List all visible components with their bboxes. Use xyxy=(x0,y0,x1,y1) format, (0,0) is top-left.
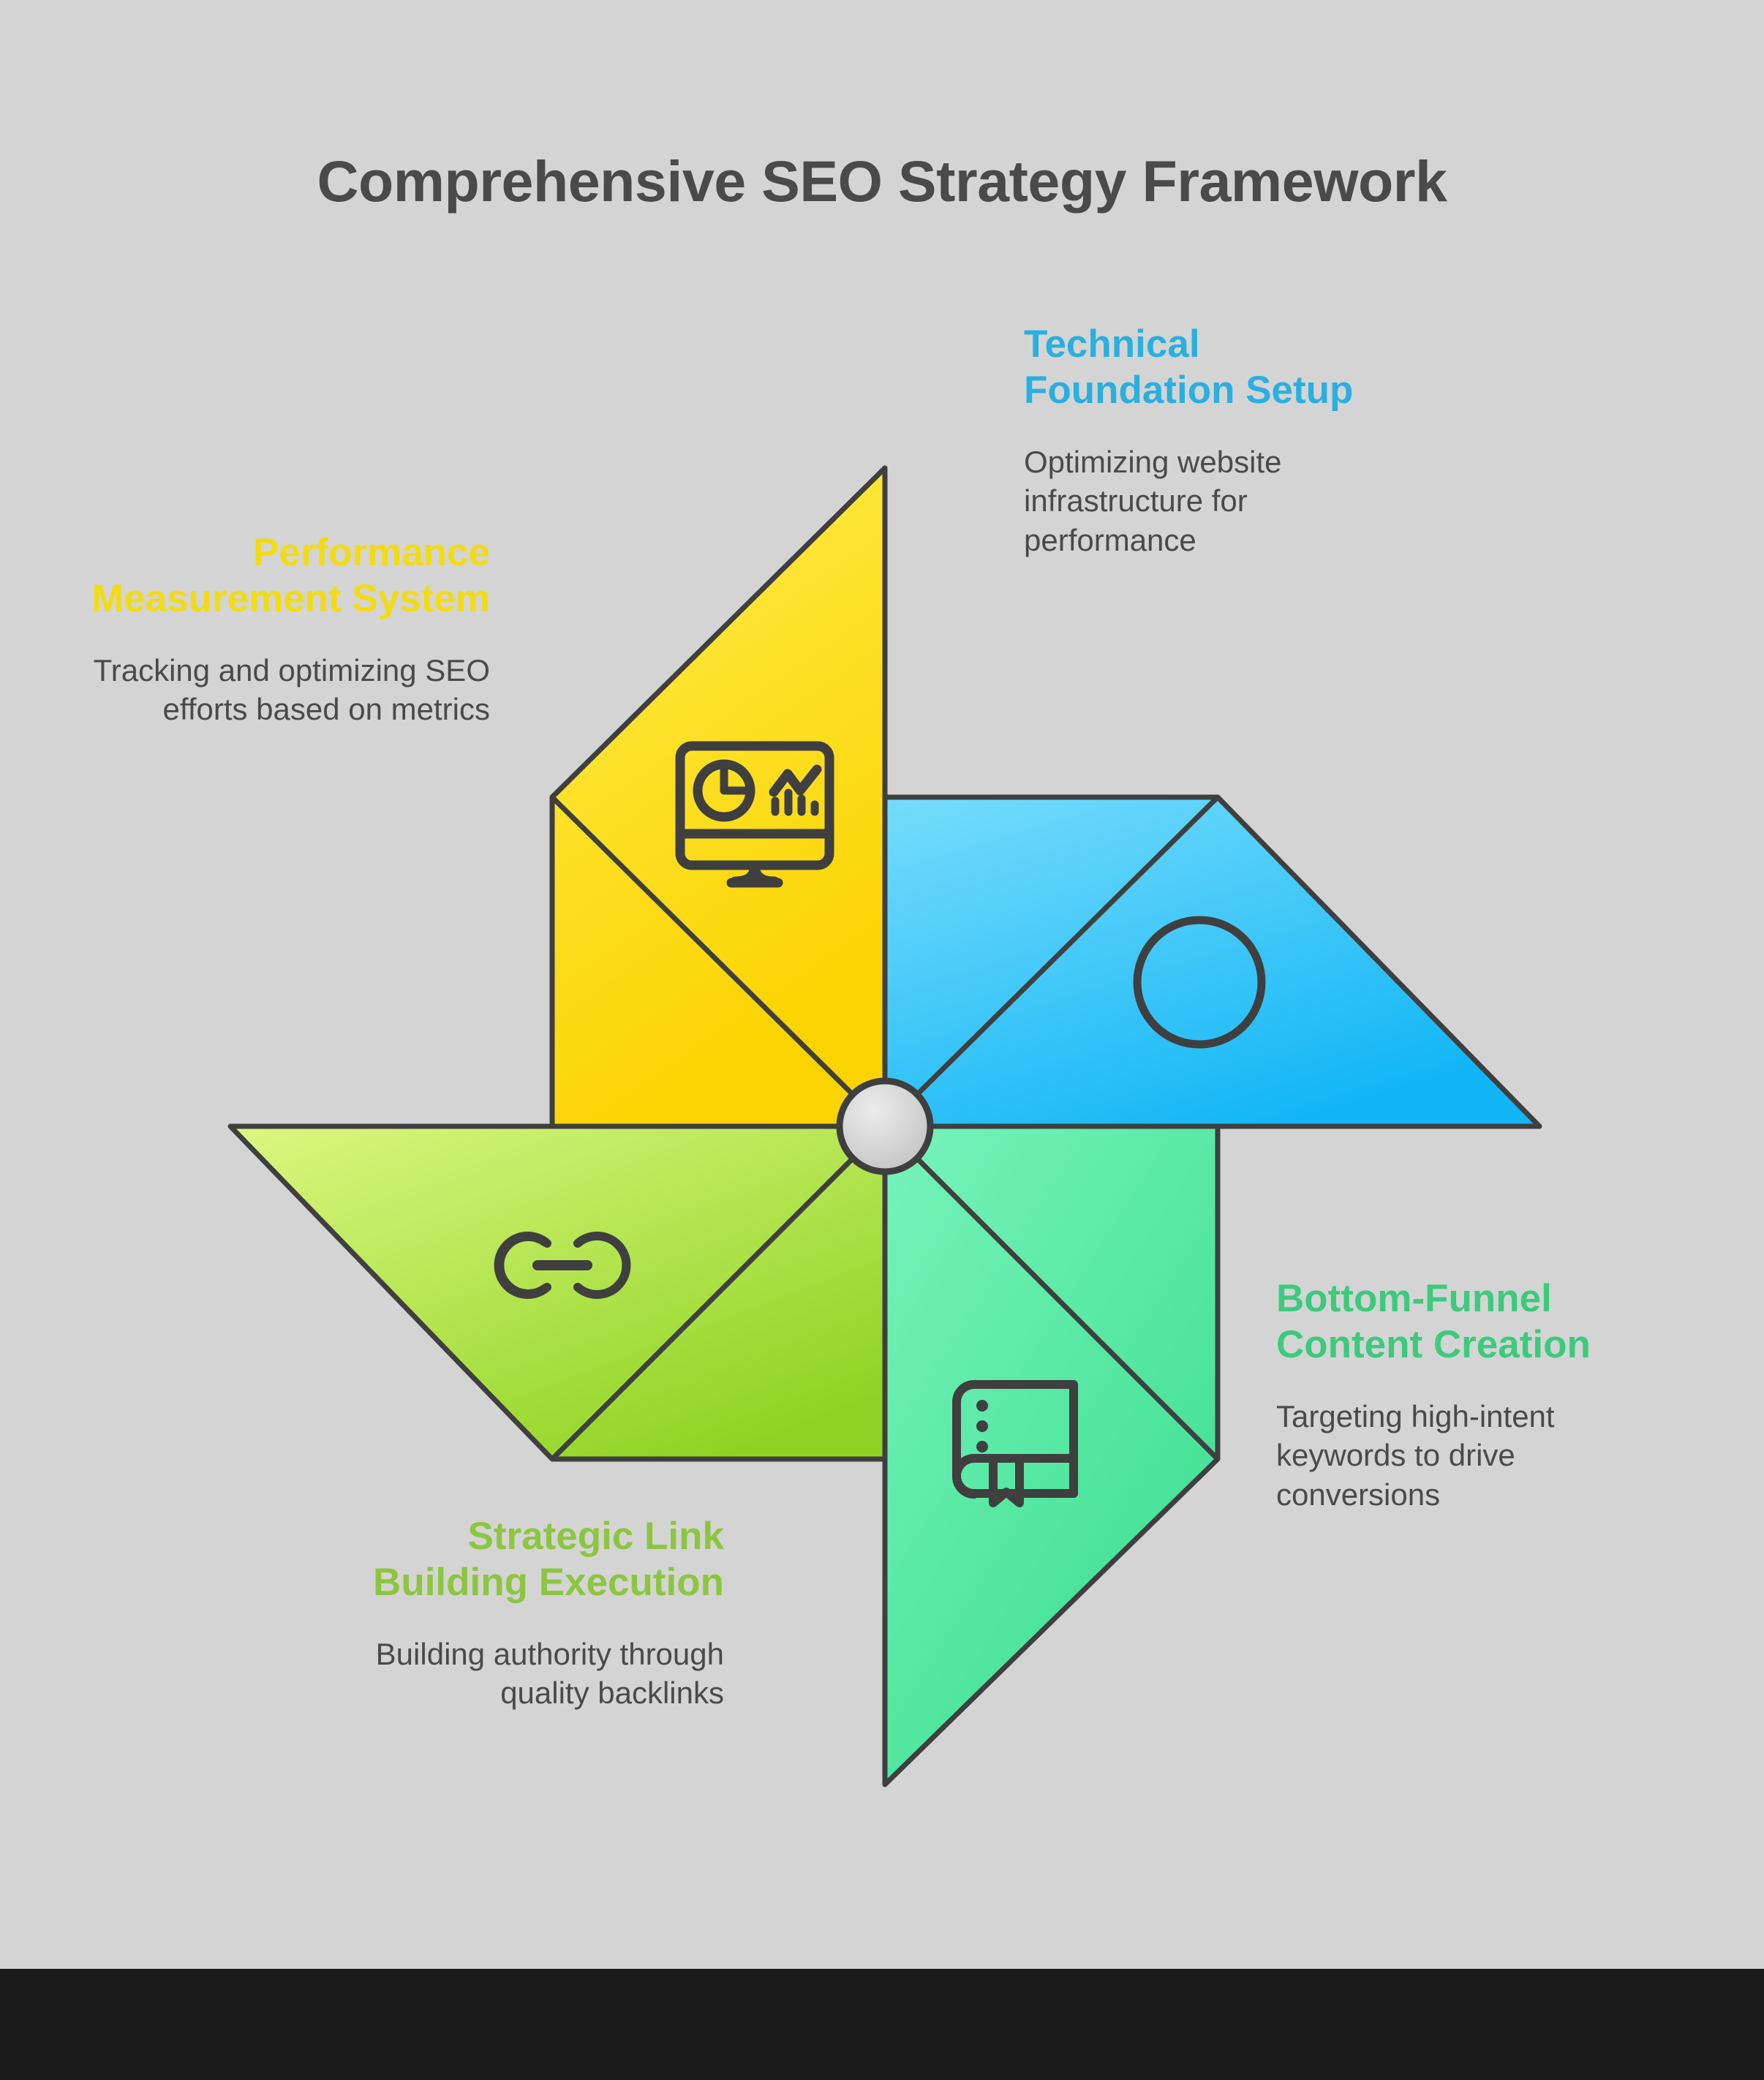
section-performance-heading: Performance Measurement System xyxy=(91,531,490,620)
center-hub xyxy=(836,1077,934,1175)
page-title: Comprehensive SEO Strategy Framework xyxy=(317,148,1448,214)
section-performance-measurement: Performance Measurement System Tracking … xyxy=(66,530,490,729)
chain-link-icon xyxy=(494,1232,631,1299)
section-bottom-funnel-heading: Bottom-Funnel Content Creation xyxy=(1276,1277,1591,1366)
circle-gear-icon xyxy=(1133,916,1266,1049)
section-strategic-description: Building authority through quality backl… xyxy=(375,1637,724,1711)
analytics-monitor-icon xyxy=(675,741,834,888)
bottom-bar xyxy=(0,1969,1764,2080)
section-technical-heading: Technical Foundation Setup xyxy=(1024,323,1354,412)
section-technical-foundation: Technical Foundation Setup Optimizing we… xyxy=(1024,322,1411,559)
blade-performance xyxy=(549,465,888,1129)
book-bookmark-icon xyxy=(952,1380,1078,1507)
section-performance-description: Tracking and optimizing SEO efforts base… xyxy=(93,653,490,727)
section-strategic-heading: Strategic Link Building Execution xyxy=(373,1515,724,1604)
section-technical-description: Optimizing website infrastructure for pe… xyxy=(1024,445,1282,557)
section-bottom-funnel-description: Targeting high-intent keywords to drive … xyxy=(1276,1399,1555,1512)
section-bottom-funnel-content: Bottom-Funnel Content Creation Targeting… xyxy=(1276,1276,1686,1514)
section-strategic-link-building: Strategic Link Building Execution Buildi… xyxy=(314,1514,724,1713)
blade-bottom-funnel xyxy=(882,1123,1221,1787)
blade-strategic-link xyxy=(227,1123,888,1462)
blade-technical xyxy=(882,794,1542,1129)
